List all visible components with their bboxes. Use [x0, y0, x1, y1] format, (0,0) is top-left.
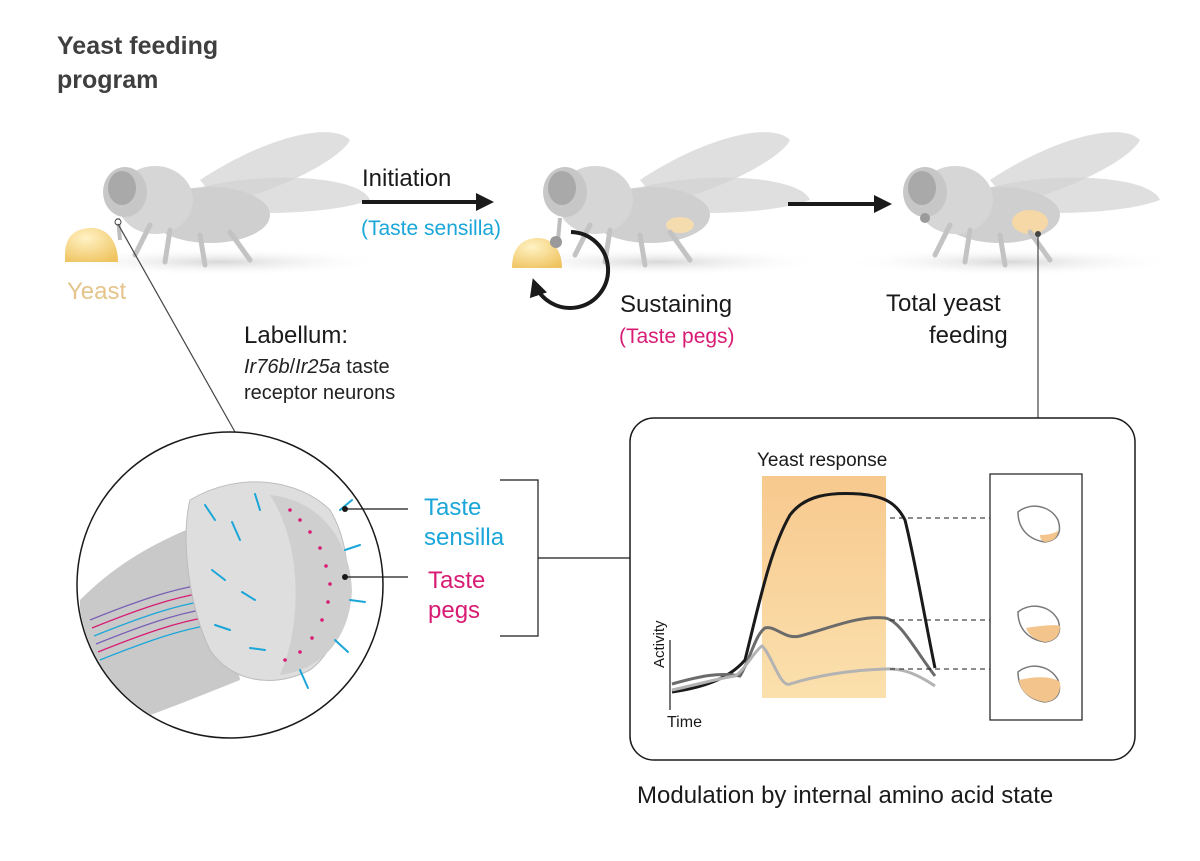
yeast-response-band [762, 476, 886, 698]
total-line1: Total yeast [886, 290, 1001, 317]
fly-2 [490, 132, 830, 276]
initiation-label: Initiation [362, 165, 452, 192]
caption: Modulation by internal amino acid state [637, 782, 1054, 809]
taste-sensilla-line1: Taste [424, 494, 482, 521]
yeast-drop-2 [512, 238, 562, 268]
initiation-sub: (Taste sensilla) [361, 217, 502, 240]
trace-low [671, 644, 936, 692]
abdomen-mid-fill [1017, 605, 1061, 643]
abdomen-low-fill [1017, 505, 1061, 543]
sustaining-label: Sustaining [620, 291, 733, 318]
fly-3 [840, 132, 1180, 276]
taste-pegs-line2: pegs [428, 597, 481, 624]
total-line2: feeding [929, 322, 1008, 349]
gene-slash: / [289, 356, 296, 378]
plot-xlabel: Time [667, 714, 702, 731]
title-line1: Yeast feeding [57, 32, 219, 60]
sustaining-loop-arrow [529, 230, 611, 310]
genes-suffix: taste [340, 356, 390, 378]
fly-1 [50, 132, 390, 276]
plot-title: Yeast response [757, 450, 888, 471]
labellum-line3: receptor neurons [244, 382, 396, 404]
taste-sensilla-line2: sensilla [424, 524, 505, 551]
labellum-magnifier [76, 431, 384, 739]
labellum-heading: Labellum: [244, 322, 349, 349]
proboscis-tip [550, 236, 562, 248]
labellum-connector [117, 223, 236, 433]
sustaining-sub: (Taste pegs) [619, 325, 735, 348]
bracket [500, 479, 539, 637]
abdomen-full-fill [1017, 665, 1061, 703]
labellum-genes: Ir76b/Ir25a taste [244, 355, 390, 380]
taste-pegs-line1: Taste [428, 567, 486, 594]
pegs-pointer-dot [342, 574, 348, 580]
yeast-drop-1 [65, 228, 118, 262]
title-line2: program [57, 66, 159, 94]
gene-ir25a: Ir25a [295, 356, 341, 378]
plot-ylabel: Activity [651, 620, 668, 668]
trace-high [671, 492, 937, 694]
sensilla-pointer-dot [342, 506, 348, 512]
yeast-label: Yeast [67, 278, 127, 305]
gene-ir76b: Ir76b [244, 356, 290, 378]
